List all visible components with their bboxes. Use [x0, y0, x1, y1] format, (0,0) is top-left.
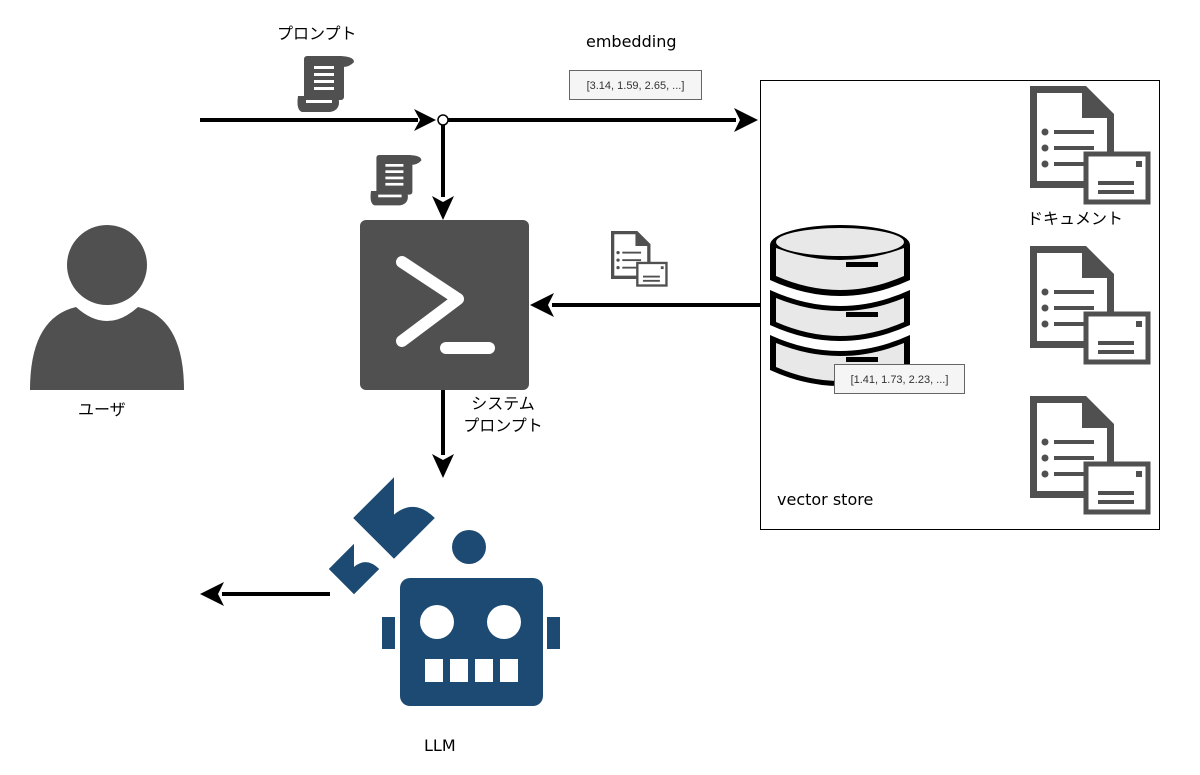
- junction-to-terminal-arrow: [432, 125, 454, 220]
- system-prompt-label-line2: プロンプト: [463, 416, 543, 435]
- document-icon: [609, 229, 668, 287]
- sparkle-icon: [328, 543, 380, 595]
- vector-store-container: [760, 80, 1160, 530]
- scroll-icon: [297, 56, 354, 112]
- terminal-icon: [360, 220, 529, 390]
- user-label: ユーザ: [78, 400, 126, 419]
- stored-vector-box: [1.41, 1.73, 2.23, ...]: [834, 364, 965, 394]
- llm-output-arrow: [200, 582, 330, 606]
- retrieval-arrow: [530, 293, 760, 317]
- document-label: ドキュメント: [1027, 209, 1124, 228]
- query-vector-box: [3.14, 1.59, 2.65, ...]: [569, 70, 702, 100]
- llm-label: LLM: [424, 736, 456, 755]
- vector-store-label: vector store: [777, 490, 874, 509]
- robot-icon: [382, 578, 560, 706]
- scroll-icon: [370, 155, 422, 206]
- robot-antenna-dot: [452, 530, 486, 564]
- sparkle-icon: [353, 477, 435, 559]
- terminal-to-llm-arrow: [432, 390, 454, 478]
- embedding-arrow: [446, 108, 758, 132]
- system-prompt-label-line1: システム: [471, 394, 535, 413]
- user-icon: [30, 225, 184, 390]
- prompt-arrow: [200, 109, 436, 131]
- embedding-label: embedding: [586, 32, 677, 51]
- junction-dot: [437, 114, 449, 126]
- prompt-label: プロンプト: [277, 24, 357, 43]
